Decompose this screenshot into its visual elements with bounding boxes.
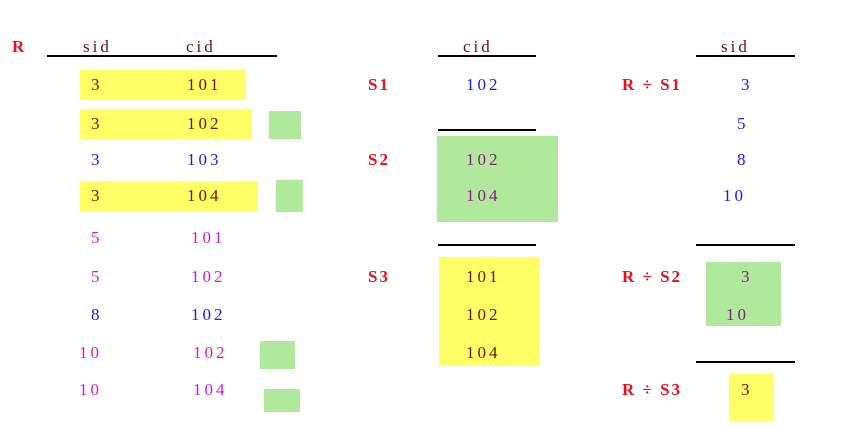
- s3-cid-1: 102: [466, 305, 501, 324]
- result-s2-label: R ÷ S2: [622, 267, 683, 286]
- s2-separator-rule: [438, 244, 536, 246]
- result-s2-sid-0: 3: [741, 267, 753, 286]
- divisor-header-rule: [438, 55, 536, 57]
- highlight-green-102-a: [269, 111, 301, 139]
- relation-r-cid-0: 101: [187, 75, 222, 94]
- s3-label: S3: [368, 267, 390, 286]
- relation-r-cid-1: 102: [187, 114, 222, 133]
- result-s1-sid-2: 8: [737, 150, 749, 169]
- relation-r-sid-8: 10: [79, 380, 102, 399]
- results-header-sid: sid: [721, 37, 750, 56]
- result-s2-separator-rule: [696, 361, 795, 363]
- s2-highlight: [437, 136, 558, 222]
- relation-r-header-cid: cid: [186, 37, 216, 56]
- relation-r-cid-4: 101: [191, 228, 226, 247]
- relation-r-sid-7: 10: [79, 343, 102, 362]
- s3-cid-0: 101: [466, 267, 501, 286]
- s1-cid-0: 102: [466, 75, 501, 94]
- relation-r-sid-1: 3: [91, 114, 103, 133]
- relation-r-sid-3: 3: [91, 186, 103, 205]
- result-s3-sid-0: 3: [741, 380, 753, 399]
- relation-r-sid-0: 3: [91, 75, 103, 94]
- relation-r-sid-2: 3: [91, 150, 103, 169]
- highlight-row-3-104: [80, 181, 258, 211]
- highlight-row-3-101: [80, 70, 246, 100]
- relation-r-cid-6: 102: [191, 305, 226, 324]
- relation-r-sid-6: 8: [91, 305, 103, 324]
- result-s1-label: R ÷ S1: [622, 75, 683, 94]
- relation-r-cid-2: 103: [187, 150, 222, 169]
- result-s1-sid-1: 5: [737, 114, 749, 133]
- s2-cid-0: 102: [466, 150, 501, 169]
- results-header-rule: [696, 55, 795, 57]
- relation-r-cid-8: 104: [193, 380, 228, 399]
- relation-r-cid-5: 102: [191, 267, 226, 286]
- relation-r-cid-7: 102: [193, 343, 228, 362]
- s3-cid-2: 104: [466, 343, 501, 362]
- s1-label: S1: [368, 75, 390, 94]
- relation-r-cid-3: 104: [187, 186, 222, 205]
- highlight-row-3-102: [80, 109, 252, 139]
- s3-highlight: [439, 257, 539, 366]
- relation-r-header-rule: [47, 55, 277, 57]
- s2-label: S2: [368, 150, 390, 169]
- relation-r-sid-5: 5: [91, 267, 103, 286]
- highlight-green-104-a: [276, 180, 303, 212]
- s1-separator-rule: [438, 129, 536, 131]
- result-s2-highlight: [706, 262, 781, 326]
- result-s1-sid-0: 3: [741, 75, 753, 94]
- result-s1-sid-3: 10: [723, 186, 746, 205]
- result-s1-separator-rule: [696, 244, 795, 246]
- relation-r-sid-4: 5: [91, 228, 103, 247]
- highlight-green-104-b: [264, 389, 300, 412]
- result-s3-label: R ÷ S3: [622, 380, 683, 399]
- divisor-header-cid: cid: [463, 37, 493, 56]
- relation-r-label: R: [12, 37, 27, 56]
- highlight-green-102-b: [260, 341, 295, 369]
- result-s2-sid-1: 10: [726, 305, 749, 324]
- result-s3-highlight: [729, 374, 774, 421]
- s2-cid-1: 104: [466, 186, 501, 205]
- relation-r-header-sid: sid: [83, 37, 112, 56]
